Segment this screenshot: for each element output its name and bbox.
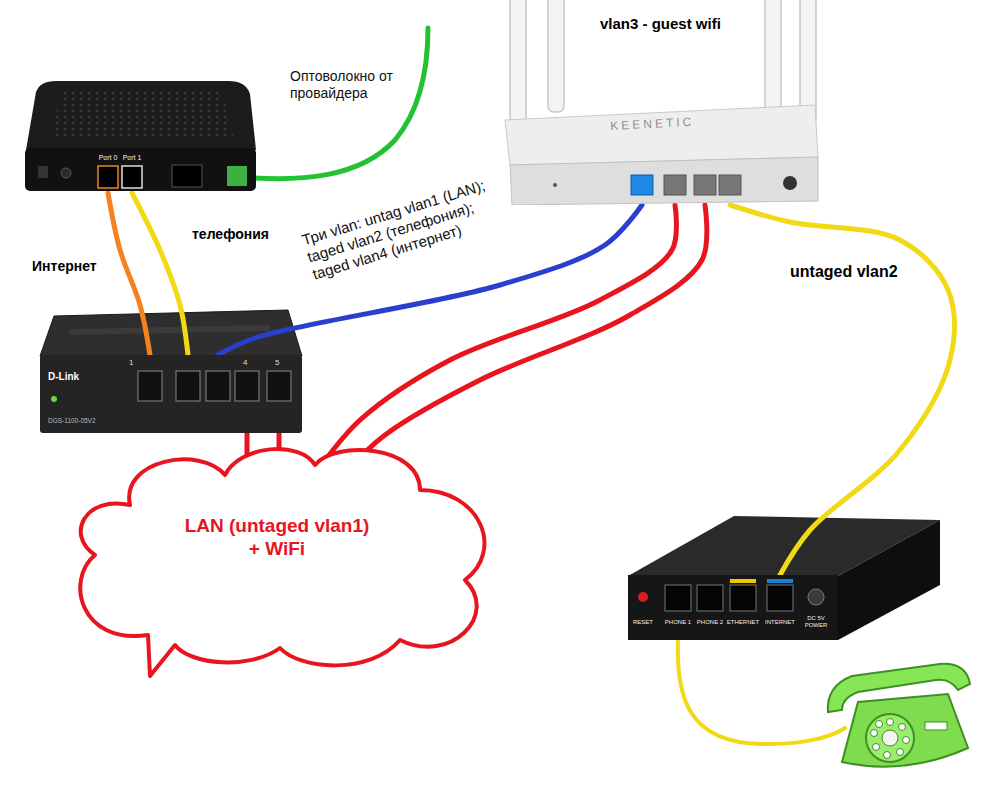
edge-label: untaged vlan2 bbox=[790, 262, 898, 281]
router-body-part bbox=[719, 175, 741, 195]
fiber-cable bbox=[240, 28, 428, 179]
ont-body-part bbox=[38, 166, 48, 178]
switch-front-part bbox=[138, 371, 162, 401]
rotary-phone-part bbox=[871, 730, 878, 737]
ont-modem: Port 0Port 1 bbox=[22, 78, 257, 193]
ont-body-part bbox=[25, 148, 256, 191]
ont-body-part bbox=[50, 90, 234, 140]
ont-body-part bbox=[172, 165, 202, 187]
port-label: INTERNET bbox=[760, 619, 800, 626]
rotary-phone-part bbox=[842, 694, 968, 767]
cloud-outline-part bbox=[80, 449, 484, 676]
port-label: ETHERNET bbox=[723, 619, 763, 626]
switch-front-part bbox=[40, 355, 302, 433]
router-body bbox=[500, 95, 820, 205]
port-label: RESET bbox=[623, 619, 663, 626]
rotary-phone-part bbox=[876, 721, 883, 728]
router-body-part bbox=[505, 105, 818, 165]
wifi-router: vlan3 - guest wifiKEENETIC bbox=[500, 95, 820, 205]
cloud-label: LAN (untaged vlan1) + WiFi bbox=[180, 515, 374, 561]
phone-cord bbox=[678, 641, 845, 744]
ont-body-part bbox=[98, 166, 118, 188]
router-body-part bbox=[510, 157, 818, 205]
ont-body-part bbox=[122, 166, 142, 188]
gateway-front-part bbox=[665, 585, 691, 611]
rotary-phone-part bbox=[873, 744, 880, 751]
rotary-phone-part bbox=[887, 719, 894, 726]
router-antennas-part bbox=[510, 0, 526, 124]
port-number: 5 bbox=[275, 358, 279, 368]
router-body-part bbox=[694, 175, 716, 195]
router-body-part bbox=[664, 175, 686, 195]
gateway-housing bbox=[628, 516, 940, 640]
gateway-front-part bbox=[628, 575, 838, 640]
edge-label: телефония bbox=[192, 226, 269, 243]
router-antennas-part bbox=[765, 0, 781, 112]
gateway-front-part bbox=[808, 589, 824, 605]
router-antennas bbox=[510, 0, 816, 124]
gateway-front-part bbox=[638, 592, 648, 602]
port-number: 1 bbox=[129, 358, 133, 368]
router-antennas-part bbox=[548, 0, 564, 112]
router-body-part bbox=[631, 175, 653, 195]
switch-top-part bbox=[40, 310, 302, 356]
lan-cloud: LAN (untaged vlan1) + WiFi bbox=[60, 430, 500, 680]
fiber-note: Оптоволокно от провайдера bbox=[290, 68, 410, 102]
network-switch: D-Link 1 4 5DGS-1100-05V2 bbox=[40, 355, 302, 433]
rotary-phone-part bbox=[882, 730, 898, 746]
model-label: DGS-1100-05V2 bbox=[48, 417, 96, 425]
edge-label: Три vlan: untag vlan1 (LAN); taged vlan2… bbox=[300, 174, 507, 284]
switch-front-part bbox=[176, 371, 200, 401]
gateway-front-part bbox=[767, 585, 793, 611]
port-label: PHONE 2 bbox=[694, 619, 726, 626]
port-label: Port 0 bbox=[97, 154, 119, 162]
port-label: Port 1 bbox=[121, 154, 143, 162]
ont-body-part bbox=[26, 81, 256, 150]
gateway-front-part bbox=[767, 579, 793, 583]
switch-front-part bbox=[235, 371, 259, 401]
edge-label: Интернет bbox=[32, 258, 97, 275]
port-number: 4 bbox=[243, 358, 247, 368]
switch-top-part bbox=[70, 328, 270, 332]
rotary-phone bbox=[828, 664, 970, 767]
network-cable bbox=[730, 205, 954, 575]
port-label: PHONE 1 bbox=[662, 619, 694, 626]
router-heading: vlan3 - guest wifi bbox=[600, 15, 721, 33]
ont-body-part bbox=[227, 166, 247, 186]
ont-body-part bbox=[61, 168, 71, 178]
gateway-front bbox=[628, 575, 838, 640]
gateway-front-part bbox=[730, 585, 756, 611]
rotary-phone-part bbox=[903, 737, 910, 744]
rotary-phone-part bbox=[828, 664, 970, 712]
voip-gateway: RESETPHONE 1PHONE 2ETHERNETINTERNETDC 5V… bbox=[628, 575, 838, 640]
rotary-phone-part bbox=[899, 724, 906, 731]
ont-body bbox=[22, 78, 257, 193]
port-label: DC 5V POWER bbox=[799, 615, 833, 629]
router-body-part bbox=[553, 183, 557, 187]
gateway-front-part bbox=[730, 579, 756, 583]
network-cable bbox=[132, 193, 188, 355]
gateway-housing-part bbox=[838, 520, 940, 640]
switch-top bbox=[40, 310, 302, 356]
rotary-phone-part bbox=[925, 722, 947, 730]
brand-logo: D-Link bbox=[48, 371, 79, 383]
gateway-front-part bbox=[697, 585, 723, 611]
switch-front-part bbox=[267, 371, 291, 401]
switch-front-part bbox=[206, 371, 230, 401]
router-body-part bbox=[783, 176, 797, 190]
switch-front-part bbox=[51, 396, 57, 402]
rotary-phone-part bbox=[884, 752, 891, 759]
rotary-phone-part bbox=[897, 749, 904, 756]
rotary-phone-part bbox=[866, 714, 914, 762]
